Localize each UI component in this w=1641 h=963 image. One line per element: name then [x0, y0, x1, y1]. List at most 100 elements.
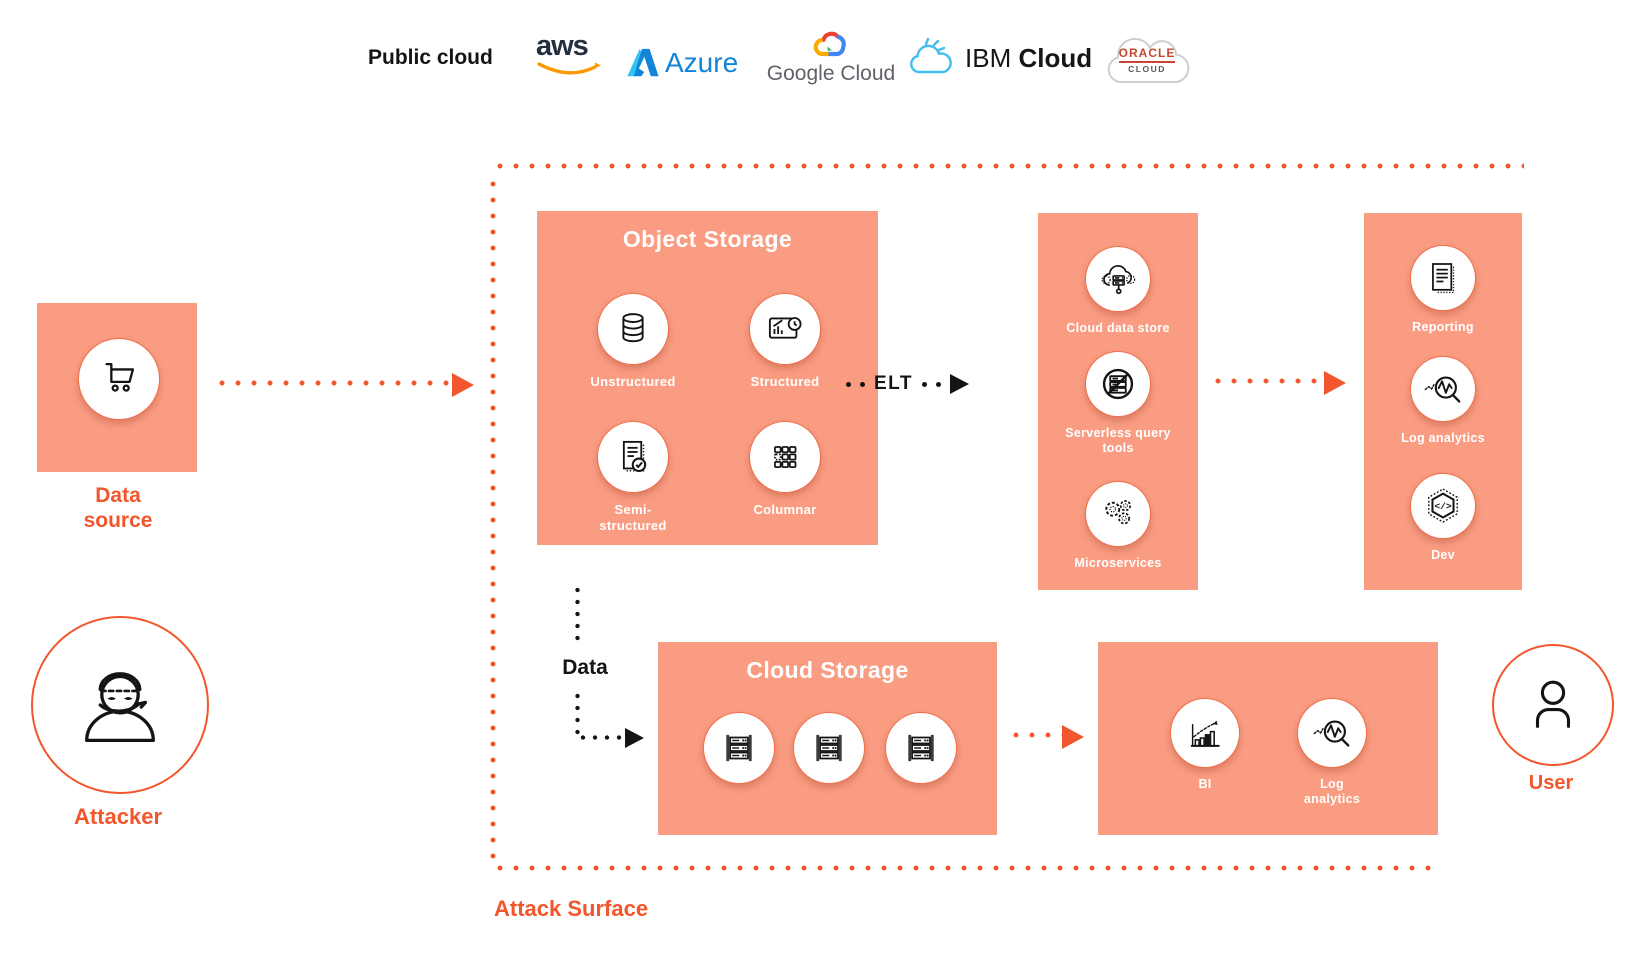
attack-surface-border-left [490, 176, 496, 868]
dev-glyph: </> [1434, 501, 1452, 512]
unstructured-circle [597, 293, 669, 365]
object-storage-item-semi-structured: Semi-structured [568, 421, 698, 534]
consumer-item-dev: </> Dev [1364, 473, 1522, 563]
bi-log-analytics-circle [1297, 698, 1367, 768]
oracle-cloud-logo: ORACLE CLOUD [1096, 28, 1198, 90]
azure-wordmark: Azure [665, 47, 739, 78]
serverless-label: Serverless query tools [1065, 426, 1171, 456]
google-cloud-icon [813, 31, 846, 57]
cloud-storage-server-circle [885, 712, 957, 784]
aws-smile-icon [537, 62, 601, 75]
ibm-cloud-icon [910, 37, 952, 74]
log-analytics-label: Log analytics [1401, 431, 1485, 445]
bi-label: BI [1198, 777, 1212, 791]
data-flow-arrowhead-icon [625, 728, 644, 748]
columnar-label: Columnar [753, 502, 817, 517]
structured-label: Structured [750, 374, 820, 389]
person-icon [1535, 680, 1571, 728]
storage-bi-arrowhead-icon [1062, 725, 1084, 749]
consumer-stack-box: Reporting Log analytics [1364, 213, 1522, 590]
data-flow-connector-top [575, 584, 580, 642]
elt-arrowhead-icon [949, 374, 969, 394]
attack-surface-label: Attack Surface [494, 896, 649, 921]
aws-wordmark: aws [536, 30, 589, 62]
elt-label: ELT [874, 373, 913, 394]
attack-surface-border-top [492, 163, 1524, 169]
ibm-cloud-logo: IBM Cloud [906, 36, 1092, 80]
object-storage-item-unstructured: Unstructured [568, 293, 698, 390]
oracle-cloud-wordmark: CLOUD [1128, 64, 1166, 75]
query-consumer-arrowhead-icon [1324, 371, 1346, 395]
log-analytics-icon [1424, 376, 1461, 403]
object-storage-item-columnar: Columnar [720, 421, 850, 518]
attacker-label: Attacker [73, 804, 163, 829]
shopping-cart-icon [105, 362, 135, 392]
google-cloud-logo: Google Cloud [764, 28, 898, 86]
public-cloud-label: Public cloud [368, 46, 493, 69]
cloud-server-icon [1101, 265, 1136, 295]
cloud-storage-server-circle [793, 712, 865, 784]
object-storage-item-structured: Structured [720, 293, 850, 390]
data-flow-label: Data [562, 656, 608, 679]
attacker-circle [31, 616, 209, 794]
consumer-item-log-analytics: Log analytics [1364, 356, 1522, 446]
query-item-cloud-data-store: Cloud data store [1038, 246, 1198, 336]
semi-structured-circle [597, 421, 669, 493]
microservices-label: Microservices [1074, 556, 1162, 570]
reporting-circle [1410, 245, 1476, 311]
elt-dot [860, 381, 865, 387]
data-source-label: Data source [83, 484, 153, 532]
object-storage-title: Object Storage [622, 226, 793, 252]
data-source-circle [78, 338, 160, 420]
data-source-connector [214, 380, 450, 386]
microservices-circle [1085, 481, 1151, 547]
cloud-storage-server-circle [703, 712, 775, 784]
serverless-circle [1085, 351, 1151, 417]
server-rack-icon [726, 734, 752, 762]
user-circle [1492, 644, 1614, 766]
gears-icon [1105, 500, 1132, 525]
serverless-icon [1102, 368, 1134, 400]
dev-hexagon-icon: </> [1428, 488, 1458, 523]
query-consumer-connector [1210, 378, 1318, 384]
bi-item: BI [1140, 698, 1270, 792]
report-document-icon [1432, 263, 1455, 294]
azure-logo: Azure [624, 46, 738, 80]
aws-logo: aws [536, 32, 606, 86]
cloud-storage-title: Cloud Storage [746, 657, 909, 683]
unstructured-label: Unstructured [590, 374, 676, 389]
oracle-wordmark: ORACLE [1118, 46, 1176, 64]
database-icon [622, 313, 644, 343]
server-rack-icon [816, 734, 842, 762]
ibm-wordmark: IBM [965, 42, 1012, 73]
server-rack-icon [908, 734, 934, 762]
data-flow-connector-horizontal [577, 735, 623, 740]
log-analytics-circle [1410, 356, 1476, 422]
bi-stack-box: BI Log analytics [1098, 642, 1438, 835]
document-check-icon [622, 440, 647, 473]
google-cloud-wordmark: Google Cloud [766, 62, 896, 85]
bi-log-analytics-label: Log analytics [1303, 777, 1361, 807]
dev-circle: </> [1410, 473, 1476, 539]
query-item-serverless: Serverless query tools [1038, 351, 1198, 457]
user-label: User [1528, 772, 1574, 794]
elt-dot [935, 381, 941, 387]
query-item-microservices: Microservices [1038, 481, 1198, 571]
bi-chart-icon [1190, 720, 1220, 747]
structured-circle [749, 293, 821, 365]
storage-bi-connector [1008, 732, 1062, 738]
consumer-item-reporting: Reporting [1364, 245, 1522, 335]
attacker-icon [85, 672, 155, 743]
reporting-label: Reporting [1412, 320, 1474, 334]
cloud-data-store-circle [1085, 246, 1151, 312]
attack-surface-border-bottom [492, 865, 1440, 871]
cloud-storage-box: Cloud Storage [658, 642, 997, 835]
dev-label: Dev [1431, 548, 1455, 562]
chart-board-icon [768, 317, 802, 339]
cloud-data-store-label: Cloud data store [1066, 321, 1170, 335]
grid-icon [774, 446, 797, 468]
columnar-circle [749, 421, 821, 493]
object-storage-box: Object Storage Unstructured [537, 211, 878, 545]
elt-connector: ELT [846, 372, 969, 396]
